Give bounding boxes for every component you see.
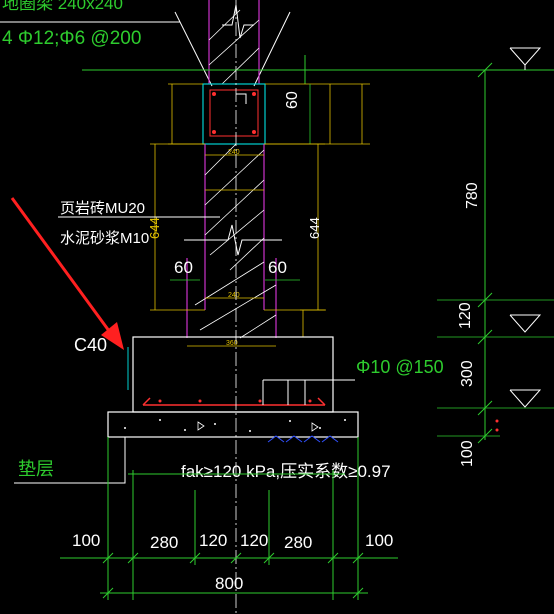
- mortar-label: 水泥砂浆M10: [60, 229, 149, 247]
- annotation-arrow-head: [101, 322, 124, 350]
- brick-label: 页岩砖MU20: [60, 200, 145, 217]
- label-leader-diagonal-right: [253, 11, 291, 87]
- cushion-triangle-b: [311, 422, 319, 432]
- concrete-grade-label: C40: [74, 335, 107, 355]
- beam-rebars: [212, 92, 256, 134]
- dim-bottom-1: 280: [150, 533, 178, 552]
- dim-644-left: 644: [147, 217, 162, 239]
- ground-beam-rebar: 4 Φ12;Φ6 @200: [2, 28, 141, 49]
- break-symbol-mid: [222, 224, 248, 256]
- annotation-arrow-shaft: [10, 197, 114, 336]
- dim-elev-100: 100: [459, 440, 476, 467]
- dim-total: 800: [215, 574, 243, 593]
- bearing-requirement: fak≥120 kPa,压实系数≥0.97: [181, 462, 391, 481]
- dim-step-left: 60: [174, 258, 193, 277]
- elev-red-marks: [495, 419, 499, 432]
- level-markers: [509, 47, 542, 408]
- cushion-label: 垫层: [18, 459, 54, 479]
- dim-bottom-3: 120: [240, 531, 268, 550]
- beam-hook: [236, 93, 247, 104]
- break-symbol-top: [222, 4, 254, 39]
- rebar-hook-left: [142, 397, 151, 406]
- dim-beam-offset: 60: [284, 91, 301, 109]
- dim-bottom-4: 280: [284, 533, 312, 552]
- dim-small-240-a: 240: [228, 149, 240, 156]
- dim-644-right: 644: [307, 217, 322, 239]
- label-leader-diagonal-left: [174, 11, 213, 87]
- cushion-layer: [107, 411, 359, 438]
- dim-elev-120: 120: [457, 302, 474, 329]
- soil-hatch: [267, 435, 339, 443]
- dim-elev-300: 300: [459, 360, 476, 387]
- footing-rebar-label: Φ10 @150: [356, 357, 444, 377]
- rebar-hook-right: [317, 397, 326, 406]
- bottom-dim-ticks: [102, 552, 364, 599]
- dim-bottom-2: 120: [199, 531, 227, 550]
- beam-stirrup: [209, 89, 259, 137]
- dim-bottom-0: 100: [72, 531, 100, 550]
- cushion-hatch-dots: [124, 419, 346, 432]
- footing-rebar-dots: [158, 399, 312, 403]
- dim-step-right: 60: [268, 258, 287, 277]
- wall-width-dims: [187, 154, 276, 347]
- dim-elev-780: 780: [464, 182, 481, 209]
- bottom-dim-lines: [60, 437, 398, 600]
- ground-beam-title: 地圈梁 240x240: [2, 0, 123, 13]
- dim-small-360: 360: [226, 340, 238, 347]
- dim-bottom-5: 100: [365, 531, 393, 550]
- ground-beam: [202, 83, 266, 145]
- dim-small-240-b: 240: [228, 292, 240, 299]
- concrete-footing: [132, 336, 334, 413]
- cushion-leader: [14, 437, 126, 484]
- cushion-triangle-a: [197, 421, 205, 431]
- wall-hatch-top: [208, 9, 260, 85]
